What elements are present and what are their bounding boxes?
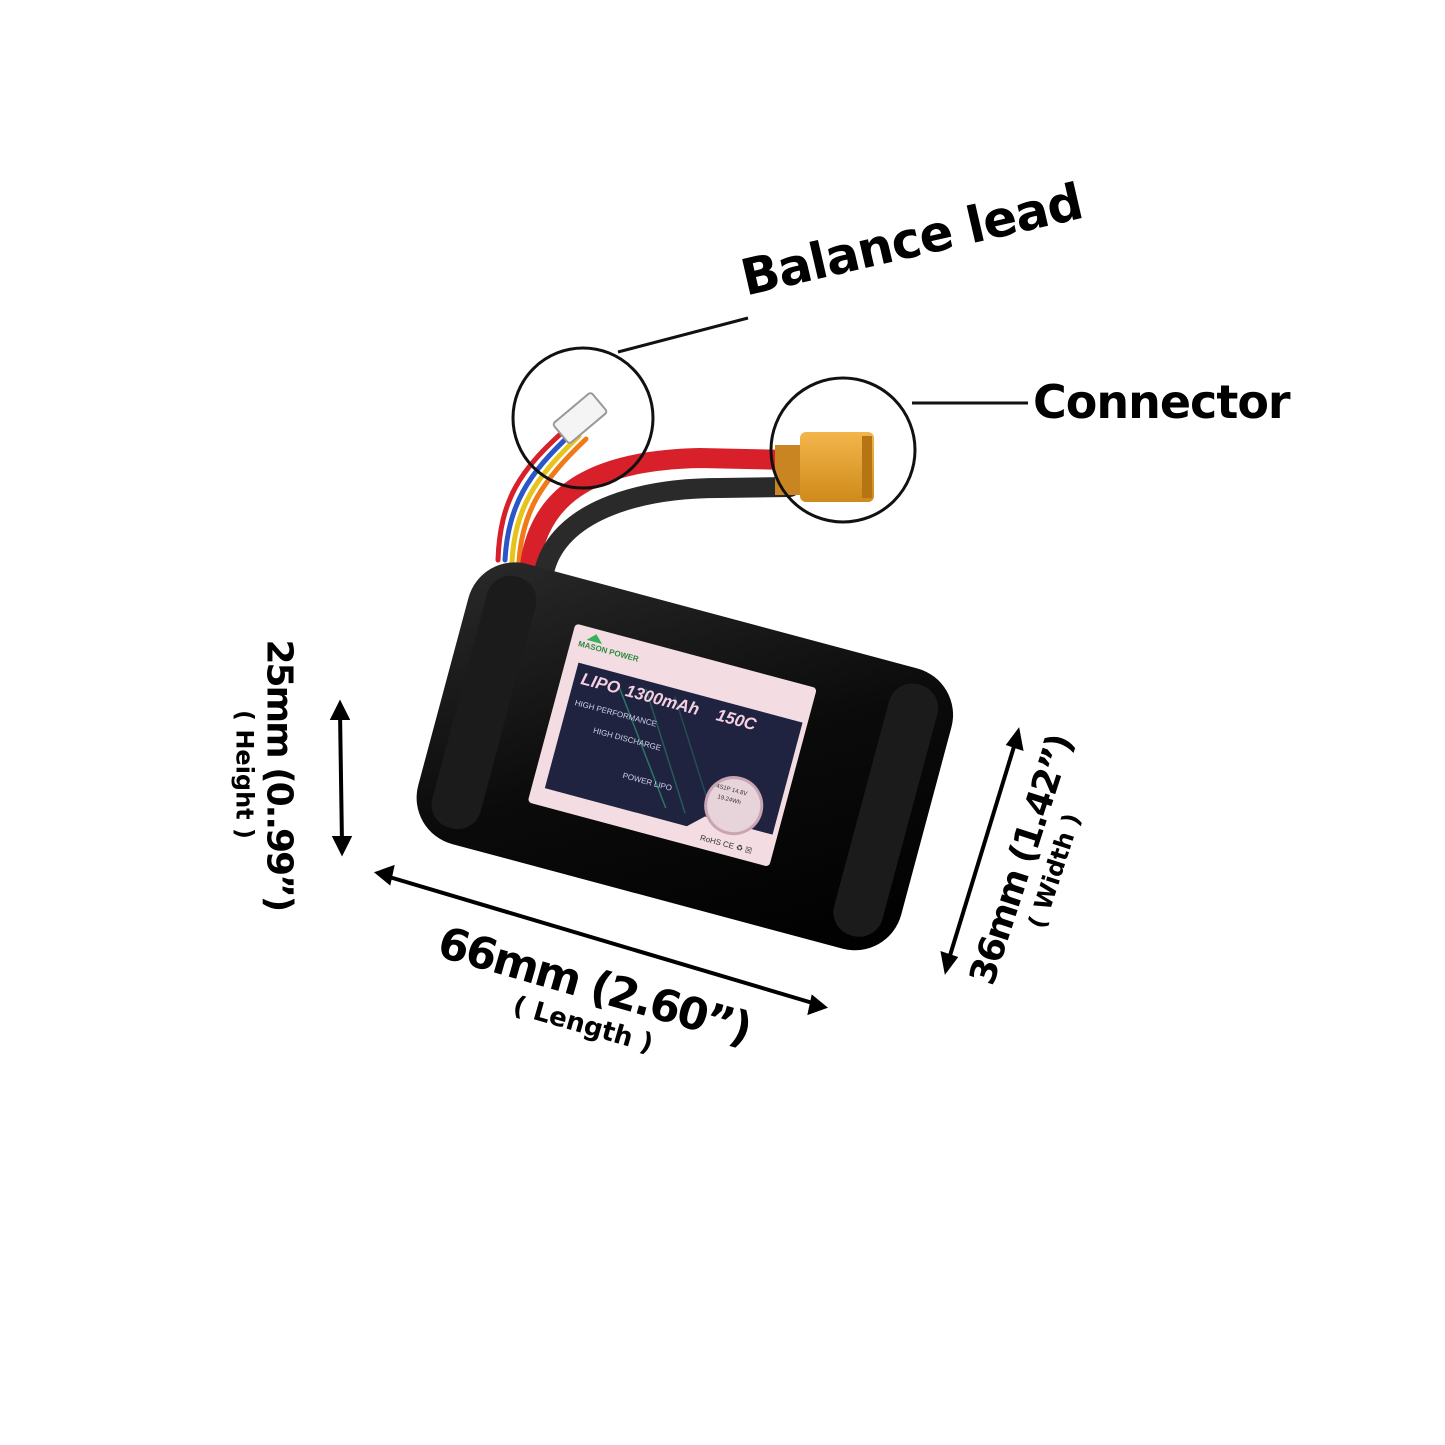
power-wires [520,447,800,578]
brand-text: MASON POWER [577,639,640,664]
width-arrow [940,727,1024,975]
battery-body [416,562,954,951]
lipo-type: LIPO [579,669,623,698]
height-arrow [329,699,353,857]
balance-lead-callout-circle [511,346,655,490]
connector-callout-circle [769,376,917,524]
xt-connector [775,432,874,502]
balance-lead-leader [617,316,749,354]
height-label: ( Height ) [230,710,259,839]
c-rating: 150C [714,705,759,735]
label-line-2: HIGH DISCHARGE [592,725,663,753]
height-value: 25mm (0..99”) [258,639,300,911]
length-arrow [373,864,829,1016]
label-line-3: POWER LIPO [621,771,673,793]
connector-label: Connector [1033,375,1291,429]
badge-line-2: 19.24Wh [716,794,742,807]
balance-lead-wires [495,427,589,565]
height-dimension: 25mm (0..99”) ( Height ) [230,639,300,911]
battery-label [528,624,817,866]
balance-plug [552,392,608,444]
